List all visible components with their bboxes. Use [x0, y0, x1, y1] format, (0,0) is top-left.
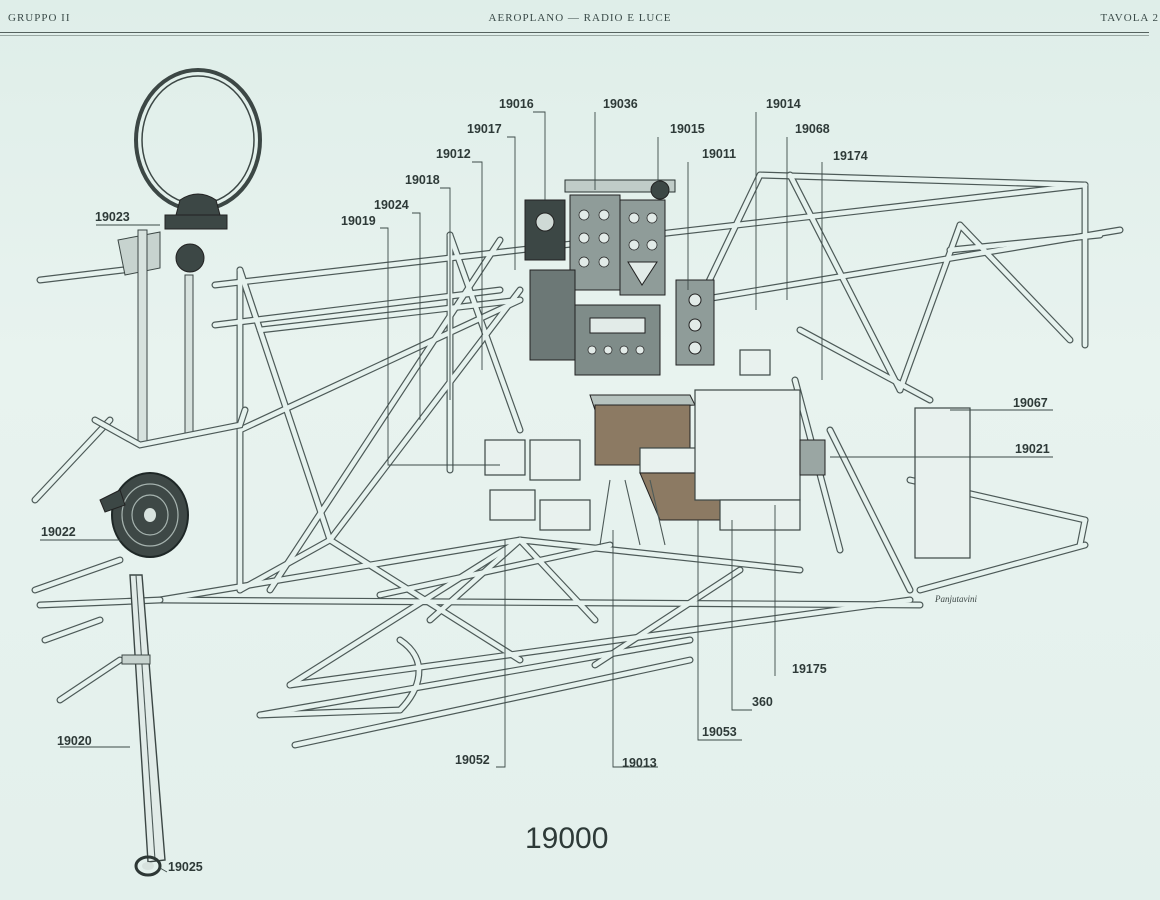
leader-lines [40, 111, 1053, 873]
label-19013: 19013 [622, 756, 657, 770]
label-19019: 19019 [341, 214, 376, 228]
label-19021: 19021 [1015, 442, 1050, 456]
label-360: 360 [752, 695, 773, 709]
group-heading: GRUPPO II [8, 12, 71, 24]
label-19023: 19023 [95, 210, 130, 224]
label-19015: 19015 [670, 122, 705, 136]
artist-signature: Panjutavini [934, 594, 977, 604]
label-19052: 19052 [455, 753, 490, 767]
label-19020: 19020 [57, 734, 92, 748]
label-19018: 19018 [405, 173, 440, 187]
label-19068: 19068 [795, 122, 830, 136]
header-rule [0, 32, 1149, 33]
label-19022: 19022 [41, 525, 76, 539]
loop-antenna-assembly [91, 68, 262, 877]
label-19174: 19174 [833, 149, 868, 163]
radio-equipment-stack [484, 179, 971, 559]
label-19025: 19025 [168, 860, 203, 874]
label-19175: 19175 [792, 662, 827, 676]
label-19017: 19017 [467, 122, 502, 136]
header-rule-secondary [0, 35, 1149, 36]
page-title: AEROPLANO — RADIO E LUCE [488, 12, 672, 24]
label-19012: 19012 [436, 147, 471, 161]
label-19024: 19024 [374, 198, 409, 212]
part-labels: 19016 19036 19014 19017 19015 19068 1901… [41, 97, 1050, 874]
label-19011: 19011 [702, 147, 736, 161]
plate-number: TAVOLA 2 [1100, 12, 1159, 24]
figure-number: 19000 [525, 822, 608, 855]
label-19016: 19016 [499, 97, 534, 111]
label-19014: 19014 [766, 97, 801, 111]
label-19067: 19067 [1013, 396, 1048, 410]
page-header: GRUPPO II AEROPLANO — RADIO E LUCE TAVOL… [0, 0, 1158, 36]
label-19053: 19053 [702, 725, 737, 739]
label-19036: 19036 [603, 97, 638, 111]
